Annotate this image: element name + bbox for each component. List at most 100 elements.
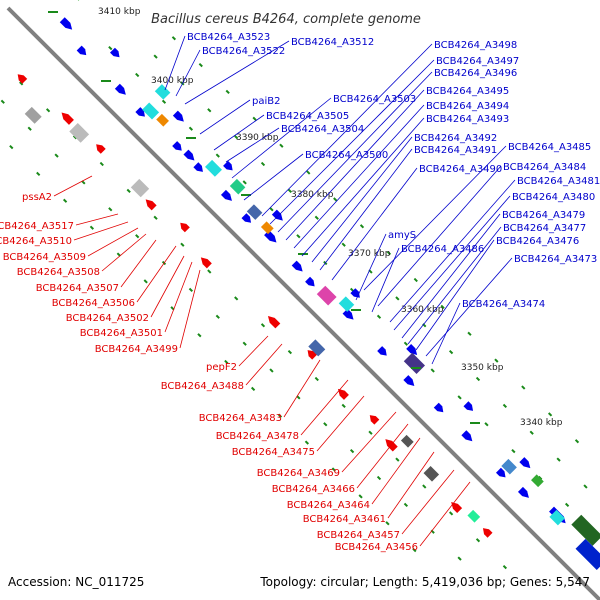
reverse-gene-label: BCB4264_A3509 [3, 252, 86, 263]
guide-dot [242, 341, 247, 346]
guide-dot [234, 296, 239, 301]
reverse-gene-arrow [369, 415, 380, 425]
reverse-gene-label: BCB4264_A3506 [52, 298, 135, 309]
guide-dot [448, 349, 454, 355]
forward-gene-label: BCB4264_A3479 [502, 210, 585, 221]
kbp-tick-label: 3350 kbp [461, 363, 504, 373]
guide-dot [430, 368, 435, 373]
feature-block [154, 84, 171, 100]
guide-dot [341, 242, 346, 247]
guide-dot [521, 385, 526, 390]
forward-gene-arrow [271, 209, 283, 221]
guide-dot [547, 412, 553, 417]
guide-dot [494, 358, 499, 363]
forward-label-leader [319, 148, 413, 271]
feature-block [142, 102, 160, 120]
forward-gene-label: BCB4264_A3496 [434, 68, 517, 79]
reverse-label-leader [300, 379, 349, 436]
reverse-label-leader [238, 335, 269, 367]
genome-summary-text: Topology: circular; Length: 5,419,036 bp… [259, 575, 590, 589]
kbp-tick-label: 3400 kbp [151, 76, 194, 86]
feature-block [403, 352, 426, 375]
guide-dot [135, 234, 140, 239]
reverse-gene-label: pssA2 [22, 192, 52, 203]
reverse-gene-arrow [385, 439, 398, 452]
guide-dot [19, 81, 24, 86]
guide-dot [188, 287, 194, 293]
guide-dot [502, 564, 508, 570]
forward-gene-arrow [183, 149, 195, 161]
guide-dot [207, 108, 212, 113]
guide-dot [467, 331, 472, 336]
feature-block [467, 509, 481, 523]
forward-gene-arrow [305, 276, 315, 287]
forward-gene-arrow [264, 230, 277, 243]
backbone-line [6, 6, 600, 600]
forward-label-leader [415, 239, 495, 351]
forward-gene-label: BCB4264_A3490 [419, 164, 502, 175]
guide-dot [564, 502, 570, 508]
guide-dot [341, 403, 346, 409]
guide-dot [583, 484, 588, 489]
forward-gene-label: BCB4264_A3474 [462, 299, 545, 310]
forward-gene-label: BCB4264_A3480 [512, 192, 595, 203]
reverse-label-leader [75, 213, 119, 226]
forward-label-leader [184, 40, 290, 105]
guide-dot [412, 547, 417, 553]
guide-dot [376, 475, 382, 481]
map-title: Bacillus cereus B4264, complete genome [151, 12, 421, 27]
forward-gene-arrow [350, 288, 360, 298]
guide-dot [475, 376, 481, 382]
feature-block [67, 0, 86, 1]
reverse-label-leader [136, 245, 177, 303]
forward-label-leader [269, 59, 435, 225]
feature-block [423, 466, 440, 482]
guide-dot [331, 467, 336, 472]
reverse-label-leader [371, 437, 421, 505]
guide-dot [269, 207, 274, 212]
forward-label-leader [355, 233, 387, 301]
guide-dot [448, 511, 454, 516]
forward-gene-arrow [463, 401, 474, 411]
forward-gene-label: BCB4264_A3486 [401, 244, 484, 255]
forward-label-leader [199, 99, 251, 135]
feature-block [24, 106, 42, 124]
reverse-label-leader [283, 359, 321, 418]
guide-dot [260, 323, 266, 328]
reverse-label-leader [401, 469, 455, 535]
reverse-gene-arrow [337, 388, 349, 400]
guide-dot [153, 215, 158, 220]
forward-label-leader [401, 213, 501, 339]
kbp-tick-label: 3390 kbp [236, 133, 279, 143]
guide-dot [358, 494, 363, 499]
kbp-tick-label: 3410 kbp [98, 7, 141, 17]
reverse-gene-label: BCB4264_A3478 [216, 431, 299, 442]
forward-label-leader [431, 302, 461, 365]
guide-dot [197, 333, 202, 338]
guide-dot [385, 521, 390, 526]
guide-dot [277, 413, 283, 418]
forward-gene-arrow [193, 162, 203, 172]
forward-gene-arrow [109, 47, 120, 58]
guide-dot [304, 440, 310, 445]
reverse-gene-label: BCB4264_A3508 [17, 267, 100, 278]
reverse-gene-label: BCB4264_A3510 [0, 236, 72, 247]
forward-gene-label: BCB4264_A3512 [291, 37, 374, 48]
guide-dot [62, 198, 68, 203]
guide-dot [207, 269, 212, 274]
guide-dot [457, 395, 462, 400]
guide-dot [440, 304, 445, 310]
guide-dot [250, 386, 256, 392]
reverse-label-leader [120, 239, 157, 288]
guide-dot [502, 403, 508, 409]
reverse-label-leader [245, 343, 283, 386]
reverse-gene-label: BCB4264_A3475 [232, 447, 315, 458]
forward-gene-label: BCB4264_A3492 [414, 133, 497, 144]
forward-gene-arrow [172, 110, 184, 122]
guide-dot [0, 99, 5, 104]
forward-gene-arrow [114, 83, 126, 95]
forward-label-leader [213, 114, 265, 151]
guide-dot [556, 457, 561, 462]
feature-block [246, 204, 263, 220]
